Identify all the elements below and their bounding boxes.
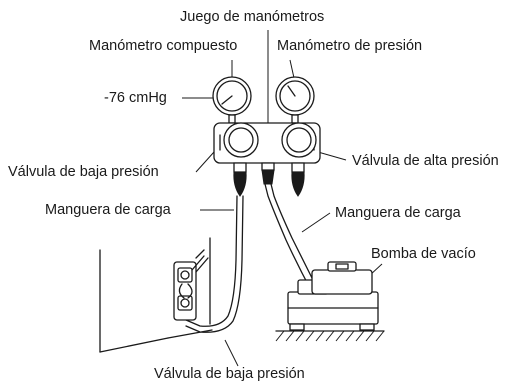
- center-coupler: [261, 169, 275, 185]
- pump-foot-right: [359, 323, 375, 331]
- manifold-gauge-set: [212, 76, 321, 197]
- compound-gauge-needle: [221, 95, 233, 105]
- label-high-valve-manifold: Válvula de alta presión: [352, 153, 499, 169]
- high-side-coupler: [291, 171, 305, 197]
- leader-charge-hose-right: [301, 212, 331, 233]
- label-charge-hose-right: Manguera de carga: [335, 205, 461, 221]
- pump-housing: [311, 269, 373, 295]
- label-low-valve-unit: Válvula de baja presión: [154, 366, 305, 382]
- label-charge-hose-left: Manguera de carga: [45, 202, 171, 218]
- label-gauge-set: Juego de manómetros: [180, 9, 325, 25]
- outdoor-unit: [99, 237, 213, 353]
- charge-hose-pump: [264, 183, 319, 293]
- ground-hatching: [275, 330, 385, 342]
- label-low-valve-manifold: Válvula de baja presión: [8, 164, 159, 180]
- label-vacuum-reading: -76 cmHg: [104, 90, 167, 106]
- vacuum-pump: [287, 261, 379, 331]
- leader-pressure-gauge: [289, 59, 295, 79]
- label-compound-gauge: Manómetro compuesto: [89, 38, 238, 54]
- service-valve-bracket: [173, 261, 197, 321]
- label-pressure-gauge: Manómetro de presión: [277, 38, 423, 54]
- charge-hose-low: [185, 195, 244, 333]
- pump-foot-left: [289, 323, 305, 331]
- leader-low-valve-unit: [224, 339, 239, 367]
- pump-handle: [327, 261, 357, 272]
- leader-high-valve-manifold: [317, 151, 347, 161]
- low-side-coupler: [233, 171, 247, 197]
- label-vacuum-pump: Bomba de vacío: [371, 246, 476, 262]
- leader-low-valve-manifold: [195, 151, 215, 173]
- pressure-gauge-needle: [287, 85, 296, 97]
- unit-base-line: [99, 337, 169, 353]
